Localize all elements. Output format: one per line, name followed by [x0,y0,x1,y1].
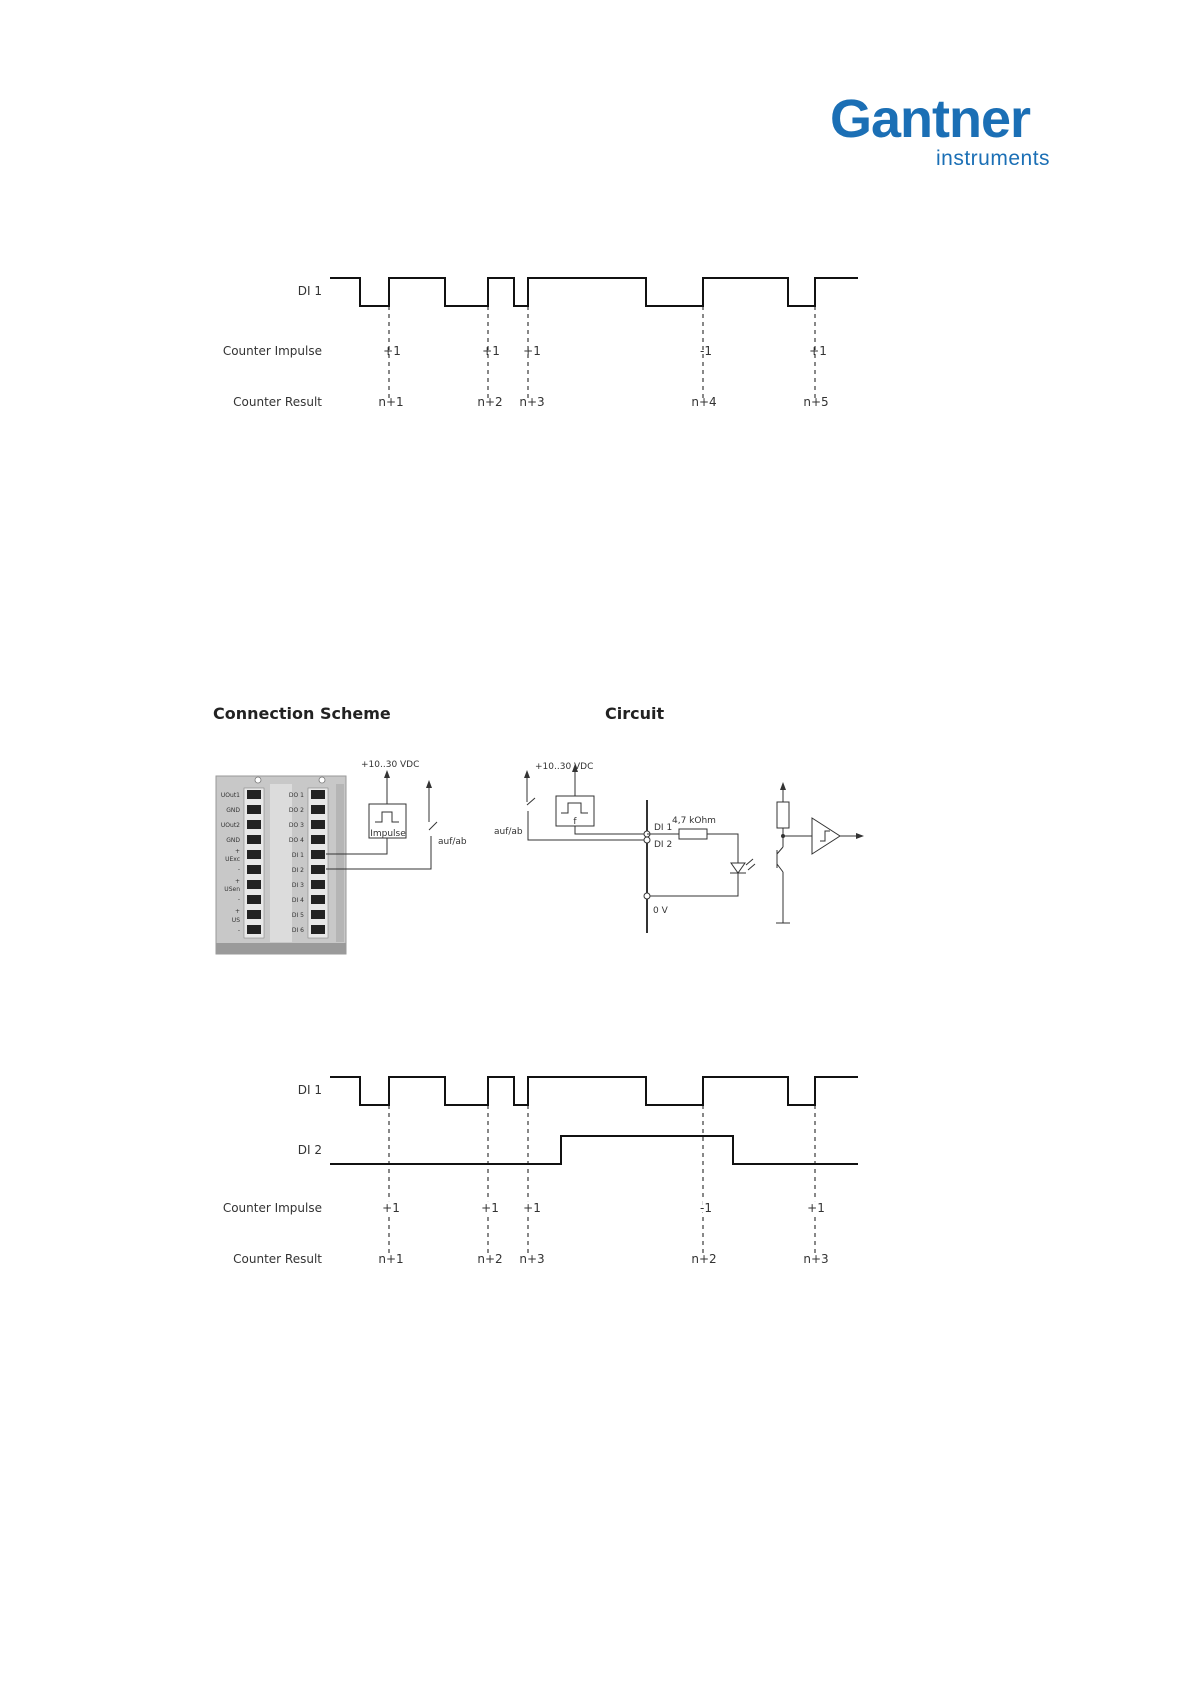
impulse-2: +1 [482,344,500,358]
right-terminal-do2: DO 2 [289,807,304,814]
frequency-source-label: f [573,817,577,827]
impulse-markers [388,306,816,398]
module-base [216,943,346,954]
left-terminal-us-minus: - [238,927,240,934]
result-1: n+1 [378,395,403,409]
circuit-schematic: +10..30 VDC f auf/ab DI 1 DI 2 4,7 kOhm … [494,762,864,933]
timing-diagram-2: DI 1 DI 2 Counter Impulse Counter Result… [223,1076,858,1266]
left-terminal-us-plus: + [235,908,240,915]
row-label-di2: DI 2 [298,1143,322,1157]
di2-waveform [330,1135,858,1165]
right-terminal-di1: DI 1 [292,852,304,859]
di1-waveform [330,1076,858,1106]
impulse-4: -1 [700,1201,712,1215]
left-terminal-usen-minus: - [238,896,240,903]
right-terminal-di3: DI 3 [292,882,304,889]
impulse-4: -1 [700,344,712,358]
impulse-5: +1 [807,1201,825,1215]
row-label-counter-impulse: Counter Impulse [223,344,322,358]
right-terminal-block [307,787,329,939]
gantner-logo: Gantner [830,89,1031,149]
impulse-3: +1 [523,1201,541,1215]
ground-label: 0 V [653,906,669,916]
left-terminal-gnd-1: GND [226,807,240,814]
connection-scheme-title: Connection Scheme [213,704,391,723]
left-terminal-gnd-2: GND [226,837,240,844]
connection-scheme: UOut1 GND UOut2 GND + UExc - + USen - + … [215,760,467,955]
connection-wiring [326,770,438,870]
connection-switch-label: auf/ab [438,837,467,847]
right-terminal-di2: DI 2 [292,867,304,874]
circuit-di1-label: DI 1 [654,823,672,833]
left-terminal-uexc: UExc [225,856,240,863]
right-terminal-do1: DO 1 [289,792,304,799]
row-label-di1: DI 1 [298,1083,322,1097]
connection-voltage-label: +10..30 VDC [361,760,419,770]
row-label-counter-result: Counter Result [233,395,322,409]
circuit-title: Circuit [605,704,665,723]
circuit-wiring [524,764,864,933]
resistor-label: 4,7 kOhm [672,816,716,826]
row-label-di1: DI 1 [298,284,322,298]
right-terminal-di4: DI 4 [292,897,304,904]
result-1: n+1 [378,1252,403,1266]
left-terminal-us: US [232,917,240,924]
left-terminal-uexc-minus: - [238,866,240,873]
impulse-markers [388,1105,816,1255]
right-terminal-do4: DO 4 [289,837,304,844]
circuit-di2-label: DI 2 [654,840,672,850]
result-4: n+4 [691,395,716,409]
result-5: n+3 [803,1252,828,1266]
left-terminal-uexc-plus: + [235,848,240,855]
result-3: n+3 [519,395,544,409]
left-terminal-block [243,787,265,939]
result-2: n+2 [477,1252,502,1266]
impulse-box-label: Impulse [370,829,406,839]
row-label-counter-result: Counter Result [233,1252,322,1266]
result-4: n+2 [691,1252,716,1266]
timing-diagram-1: DI 1 Counter Impulse Counter Result +1 +… [223,277,858,409]
left-terminal-uout2: UOut2 [221,822,240,829]
circuit-switch-label: auf/ab [494,827,523,837]
impulse-1: +1 [382,1201,400,1215]
left-terminal-uout1: UOut1 [221,792,240,799]
gantner-logo-subtitle: instruments [936,147,1051,170]
left-terminal-usen-plus: + [235,878,240,885]
right-terminal-di5: DI 5 [292,912,304,919]
row-label-counter-impulse: Counter Impulse [223,1201,322,1215]
circuit-voltage-label: +10..30 VDC [535,762,593,772]
result-2: n+2 [477,395,502,409]
right-terminal-do3: DO 3 [289,822,304,829]
impulse-3: +1 [523,344,541,358]
right-terminal-di6: DI 6 [292,927,304,934]
result-3: n+3 [519,1252,544,1266]
module-divider [270,784,292,942]
impulse-1: +1 [383,344,401,358]
di1-waveform [330,277,858,307]
left-terminal-usen: USen [224,886,240,893]
impulse-5: +1 [809,344,827,358]
result-5: n+5 [803,395,828,409]
impulse-2: +1 [481,1201,499,1215]
